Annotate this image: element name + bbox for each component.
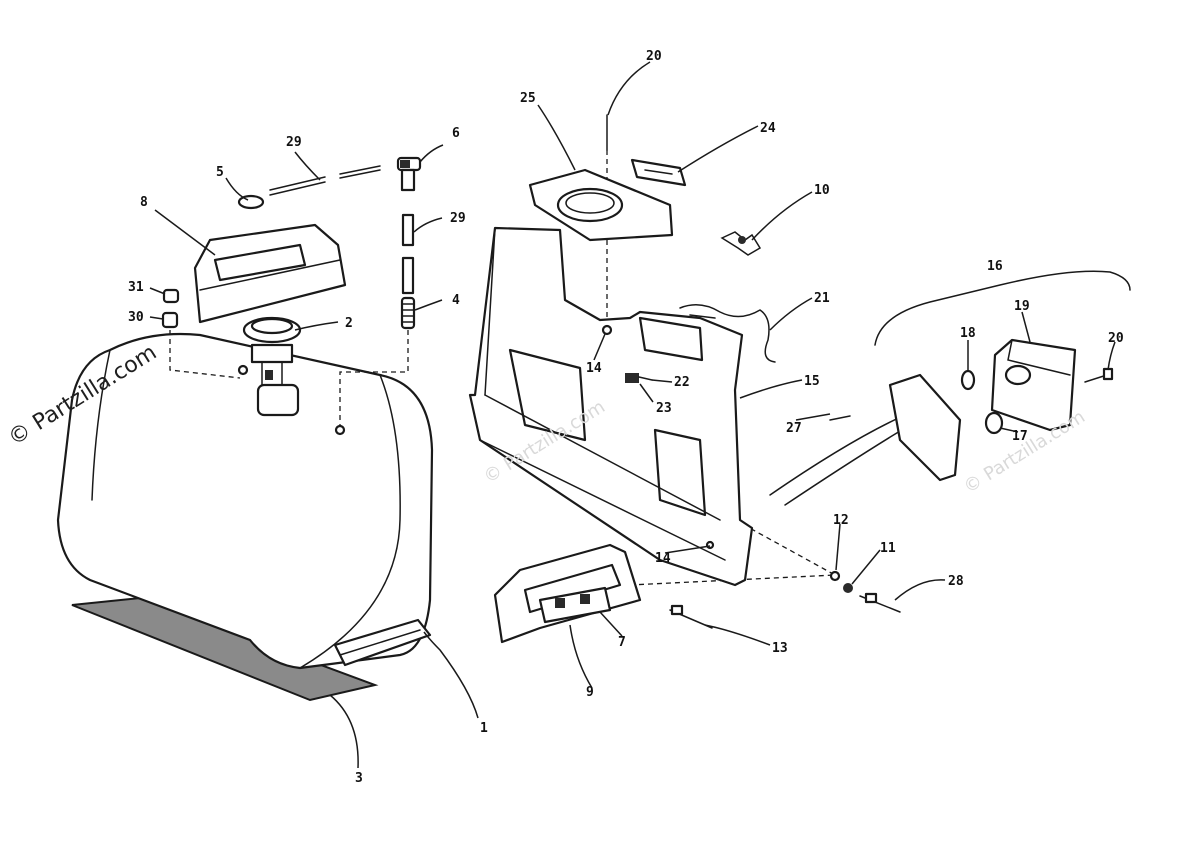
- part-15-rear-panel: [468, 226, 754, 587]
- callout-29-top: 29: [286, 135, 302, 150]
- callout-13: 13: [772, 641, 788, 656]
- callout-4: 4: [452, 293, 460, 308]
- callout-18: 18: [960, 326, 976, 341]
- part-17-bulb: [984, 411, 1004, 435]
- part-11-nut: [843, 583, 853, 593]
- part-28-cable: [859, 592, 901, 613]
- part-29-hose-vertical: [401, 213, 415, 295]
- part-30-grommet: [161, 311, 179, 329]
- leader-lines: [149, 61, 1116, 769]
- callout-20-right: 20: [1108, 331, 1124, 346]
- callout-14-bottom: 14: [655, 551, 671, 566]
- part-21-wiring: [679, 304, 776, 363]
- part-24-decal: [630, 158, 687, 187]
- part-19-tail-light-housing: [990, 338, 1077, 432]
- callout-23: 23: [656, 401, 672, 416]
- part-12-washer: [829, 570, 841, 582]
- callout-29-mid: 29: [450, 211, 466, 226]
- part-9-lower-panel: [493, 543, 642, 644]
- callout-9: 9: [586, 685, 594, 700]
- callout-8: 8: [140, 195, 148, 210]
- callout-30: 30: [128, 310, 144, 325]
- callout-21: 21: [814, 291, 830, 306]
- part-1-fuel-tank: [56, 332, 434, 670]
- part-18-bulb: [960, 369, 976, 391]
- callout-17: 17: [1012, 429, 1028, 444]
- callout-11: 11: [880, 541, 896, 556]
- part-tail-light-lens: [888, 373, 962, 482]
- callout-27: 27: [786, 421, 802, 436]
- callout-7: 7: [618, 635, 626, 650]
- part-8-bracket: [193, 223, 347, 324]
- part-2-fuel-gauge: [242, 316, 302, 417]
- part-5-29-fuel-line: [237, 165, 381, 210]
- part-31-grommet: [162, 288, 180, 304]
- callout-20-top: 20: [646, 49, 662, 64]
- callout-5: 5: [216, 165, 224, 180]
- callout-12: 12: [833, 513, 849, 528]
- callout-labels: 6 29 5 8 29 4 31 30 2 1 3 25 20 24 10 16…: [128, 49, 1124, 786]
- assembly-16-bracket: [874, 270, 1131, 346]
- callout-16: 16: [987, 259, 1003, 274]
- part-22-switch: [625, 373, 653, 383]
- callout-2: 2: [345, 316, 353, 331]
- callout-3: 3: [355, 771, 363, 786]
- callout-15: 15: [804, 374, 820, 389]
- part-10-harness-clip: [720, 231, 762, 256]
- callout-24: 24: [760, 121, 776, 136]
- part-20-screw: [1084, 367, 1114, 383]
- part-6-shutoff-valve: [396, 156, 422, 192]
- callout-10: 10: [814, 183, 830, 198]
- callout-25: 25: [520, 91, 536, 106]
- callout-28: 28: [948, 574, 964, 589]
- callout-14-top: 14: [586, 361, 602, 376]
- callout-31: 31: [128, 280, 144, 295]
- callout-22: 22: [674, 375, 690, 390]
- part-3-pad: [71, 596, 379, 702]
- callout-19: 19: [1014, 299, 1030, 314]
- part-4-filter: [400, 296, 416, 330]
- callout-1: 1: [480, 721, 488, 736]
- callout-6: 6: [452, 126, 460, 141]
- part-25-console: [528, 168, 674, 242]
